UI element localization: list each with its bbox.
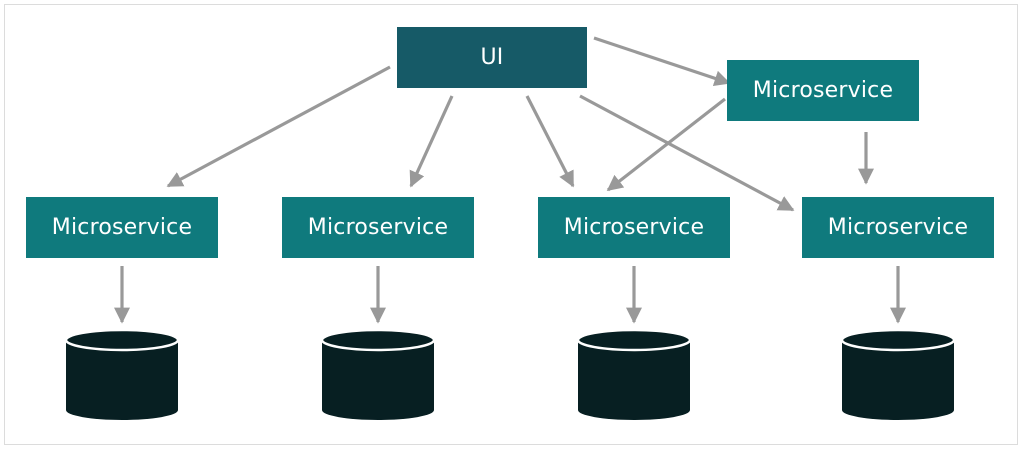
microservice-label: Microservice	[51, 215, 193, 240]
microservice-node-2: Microservice	[282, 197, 474, 258]
microservice-label: Microservice	[827, 215, 969, 240]
microservice-node-3: Microservice	[538, 197, 730, 258]
database-icon	[64, 328, 180, 420]
database-icon	[840, 328, 956, 420]
arrow-ui-to-top-service	[593, 36, 731, 87]
arrow-ui-to-service-3	[525, 95, 575, 188]
arrow-ui-to-service-4	[579, 94, 795, 212]
database-icon	[320, 328, 436, 420]
microservice-node-4: Microservice	[802, 197, 994, 258]
arrow-ui-to-service-2	[409, 95, 454, 188]
diagram-frame	[4, 4, 1018, 445]
microservice-label: Microservice	[563, 215, 705, 240]
microservice-node-1: Microservice	[26, 197, 218, 258]
ui-label: UI	[480, 45, 504, 70]
microservice-node-top: Microservice	[727, 60, 919, 121]
arrow-ui-to-service-1	[166, 65, 391, 188]
ui-node: UI	[397, 27, 587, 88]
arrow-top-service-to-service-3	[606, 97, 726, 192]
microservice-label: Microservice	[307, 215, 449, 240]
microservice-label: Microservice	[752, 78, 894, 103]
database-icon	[576, 328, 692, 420]
